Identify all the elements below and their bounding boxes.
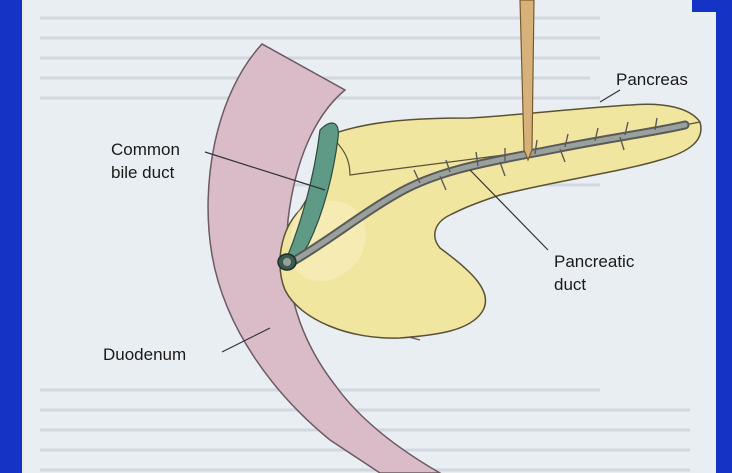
- ampulla-opening-inner: [283, 258, 291, 266]
- pancreas-leader: [600, 90, 620, 102]
- pancreatic-duct-label-line1: Pancreatic: [554, 252, 635, 271]
- common-bile-duct-label-line1: Common: [111, 140, 180, 159]
- duodenum-label: Duodenum: [103, 345, 186, 364]
- common-bile-duct-label-line2: bile duct: [111, 163, 175, 182]
- pancreatic-duct-label-line2: duct: [554, 275, 586, 294]
- pancreas-label: Pancreas: [616, 70, 688, 89]
